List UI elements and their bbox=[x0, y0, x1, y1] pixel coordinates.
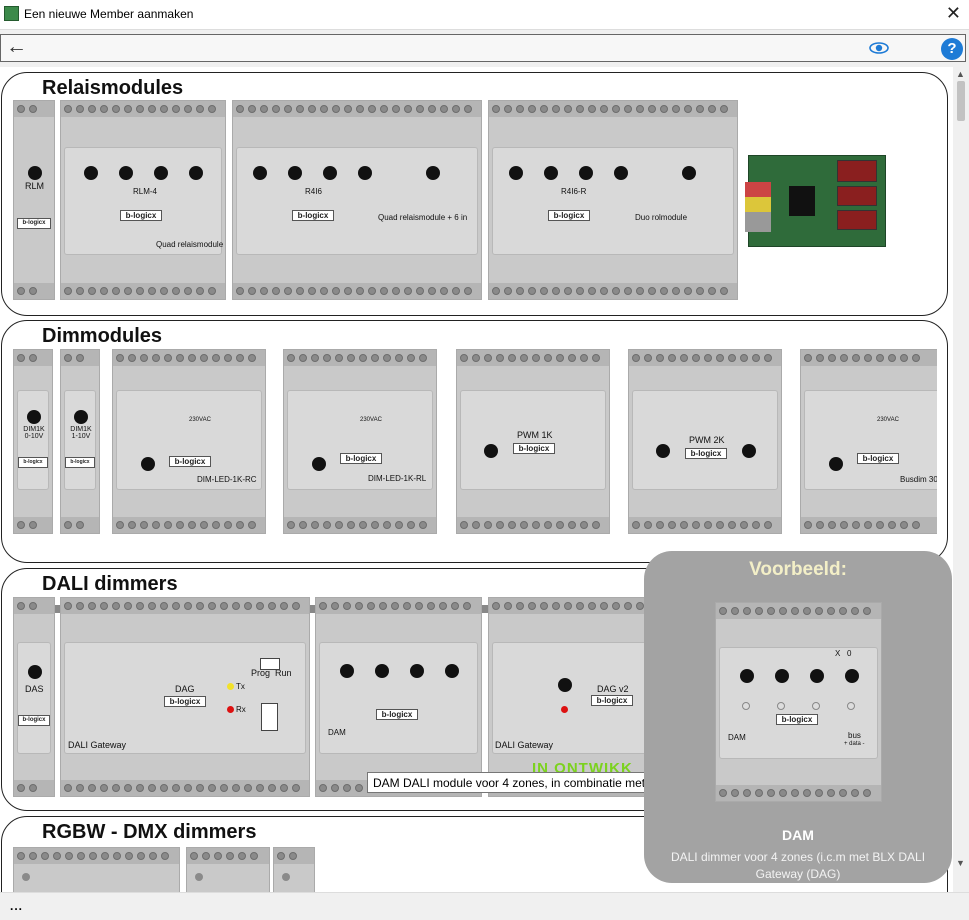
close-icon[interactable]: ✕ bbox=[945, 3, 961, 23]
module-name: DAS bbox=[25, 684, 44, 694]
module-logo: b-logicx bbox=[17, 218, 51, 229]
module-pwm-1k[interactable]: PWM 1K b-logicx bbox=[456, 349, 610, 534]
x-label: X bbox=[835, 649, 841, 658]
module-name: DIM1K 1-10V bbox=[70, 426, 92, 440]
module-logo: b-logicx bbox=[120, 210, 162, 221]
power-label: 230VAC bbox=[877, 417, 899, 423]
module-name: DIM1K 0-10V bbox=[23, 426, 45, 440]
module-dim1k-1-10v[interactable]: DIM1K 1-10V b-logicx bbox=[60, 349, 100, 534]
module-name: R4I6 bbox=[305, 187, 322, 196]
preview-title: Voorbeeld: bbox=[749, 559, 847, 580]
module-logo: b-logicx bbox=[376, 709, 418, 720]
run-label: Run bbox=[275, 668, 292, 678]
module-dim-led-1k-rl[interactable]: 230VAC b-logicx DIM-LED-1K-RL bbox=[283, 349, 437, 534]
module-dag[interactable]: DAG b-logicx Prog Run Tx Rx DALI Gateway bbox=[60, 597, 310, 797]
module-name: RLM bbox=[25, 181, 45, 191]
module-name: RLM-4 bbox=[133, 187, 158, 196]
prog-label: Prog bbox=[251, 668, 271, 678]
window-title: Een nieuwe Member aanmaken bbox=[24, 7, 194, 21]
preview-module-image: X 0 b-logicx DAM bus + data - bbox=[715, 602, 882, 802]
scroll-up-icon[interactable]: ▲ bbox=[956, 69, 965, 79]
module-logo: b-logicx bbox=[18, 457, 48, 468]
module-tooltip: DAM DALI module voor 4 zones, in combina… bbox=[367, 772, 706, 793]
module-logo: b-logicx bbox=[591, 695, 633, 706]
module-logo: b-logicx bbox=[685, 448, 727, 459]
back-arrow-icon[interactable]: ← bbox=[6, 35, 27, 58]
vertical-scroll-thumb[interactable] bbox=[957, 81, 965, 121]
module-name: DAG bbox=[175, 684, 195, 694]
relay-board-photo[interactable] bbox=[745, 155, 886, 247]
module-das[interactable]: DAS b-logicx bbox=[13, 597, 55, 797]
module-subtitle: Duo rolmodule bbox=[635, 213, 688, 222]
module-logo: b-logicx bbox=[169, 456, 211, 467]
module-r4i6-r[interactable]: R4I6-R b-logicx Duo rolmodule bbox=[488, 100, 738, 300]
module-logo: b-logicx bbox=[164, 696, 206, 707]
module-logo: b-logicx bbox=[513, 443, 555, 454]
zero-label: 0 bbox=[847, 649, 852, 658]
module-pwm-2k[interactable]: PWM 2K b-logicx bbox=[628, 349, 782, 534]
module-rgbw-2[interactable] bbox=[186, 847, 270, 892]
toolbar: ← ? bbox=[0, 34, 966, 62]
module-subtitle: DIM-LED-1K-RL bbox=[368, 474, 427, 483]
scroll-down-icon[interactable]: ▼ bbox=[956, 858, 965, 868]
module-subtitle: DIM-LED-1K-RC bbox=[197, 475, 257, 484]
tx-label: Tx bbox=[236, 682, 245, 691]
module-name: DAG v2 bbox=[597, 684, 629, 694]
preview-module-label: DAM bbox=[728, 733, 746, 742]
module-subtitle: Quad relaismodule bbox=[156, 240, 224, 249]
rx-label: Rx bbox=[236, 705, 246, 714]
bus-label: bus bbox=[848, 731, 861, 740]
help-icon[interactable]: ? bbox=[941, 38, 963, 60]
group-title: RGBW - DMX dimmers bbox=[42, 821, 257, 843]
module-subtitle: Quad relaismodule + 6 in bbox=[378, 213, 468, 222]
module-subtitle: DALI Gateway bbox=[68, 740, 127, 750]
module-rgbw-1[interactable] bbox=[13, 847, 180, 892]
group-title: Relaismodules bbox=[42, 77, 184, 99]
module-subtitle: Busdim 30 bbox=[900, 475, 937, 484]
module-logo: b-logicx bbox=[548, 210, 590, 221]
group-title: Dimmodules bbox=[42, 325, 163, 347]
status-text: ... bbox=[10, 899, 24, 913]
title-bar: Een nieuwe Member aanmaken ✕ bbox=[0, 0, 969, 30]
module-name: PWM 2K bbox=[689, 435, 725, 445]
module-logo: b-logicx bbox=[65, 457, 95, 468]
preview-module-name: DAM bbox=[782, 827, 814, 843]
in-development-label: IN ONTWIKK bbox=[532, 760, 633, 772]
eye-icon[interactable] bbox=[869, 40, 889, 61]
vertical-scrollbar[interactable]: ▲ ▼ bbox=[953, 67, 969, 892]
module-dim-led-1k-rc[interactable]: 230VAC b-logicx DIM-LED-1K-RC bbox=[112, 349, 266, 534]
module-subtitle: DALI Gateway bbox=[495, 740, 554, 750]
data-label: + data - bbox=[844, 741, 865, 747]
status-bar: ... bbox=[0, 892, 969, 920]
module-rlm[interactable]: RLM b-logicx bbox=[13, 100, 55, 300]
app-icon bbox=[4, 6, 19, 21]
module-busdim-30[interactable]: 230VAC b-logicx Busdim 30 bbox=[800, 349, 937, 534]
module-logo: b-logicx bbox=[18, 715, 50, 726]
module-r4i6[interactable]: R4I6 b-logicx Quad relaismodule + 6 in bbox=[232, 100, 482, 300]
preview-panel: Voorbeeld: X 0 b-logicx DAM bus + data -… bbox=[644, 551, 952, 883]
module-logo: b-logicx bbox=[340, 453, 382, 464]
module-dam[interactable]: b-logicx DAM bbox=[315, 597, 482, 797]
module-dim1k-0-10v[interactable]: DIM1K 0-10V b-logicx bbox=[13, 349, 53, 534]
group-title: DALI dimmers bbox=[42, 573, 178, 595]
module-logo: b-logicx bbox=[857, 453, 899, 464]
module-rgbw-3[interactable] bbox=[273, 847, 315, 892]
power-label: 230VAC bbox=[360, 417, 382, 423]
preview-description: DALI dimmer voor 4 zones (i.c.m met BLX … bbox=[670, 850, 926, 881]
module-logo: b-logicx bbox=[776, 714, 818, 725]
module-name: R4I6-R bbox=[561, 187, 587, 196]
module-logo: b-logicx bbox=[292, 210, 334, 221]
module-name: PWM 1K bbox=[517, 430, 553, 440]
power-label: 230VAC bbox=[189, 417, 211, 423]
module-subtitle: DAM bbox=[328, 728, 346, 737]
module-rlm-4[interactable]: RLM-4 b-logicx Quad relaismodule bbox=[60, 100, 226, 300]
